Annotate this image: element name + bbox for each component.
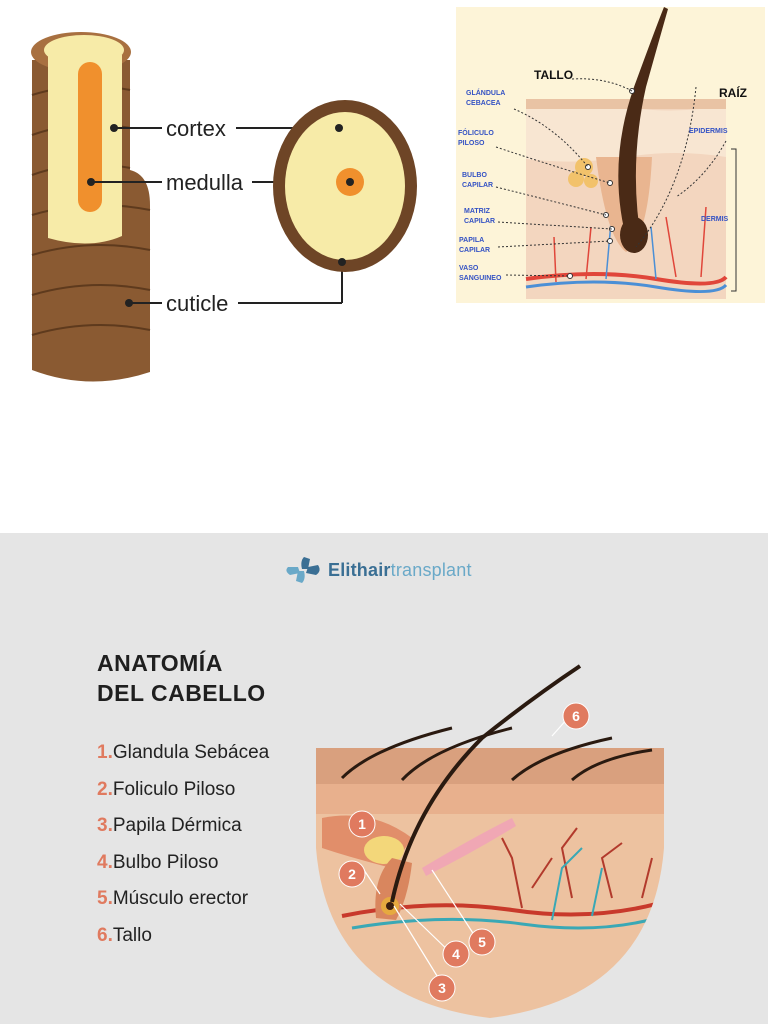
- legend-number: 2.: [97, 778, 113, 800]
- label-cortex: cortex: [166, 116, 226, 141]
- brand-icon: [286, 557, 320, 583]
- legend-number: 5.: [97, 888, 113, 910]
- badge-5-label: 5: [478, 934, 486, 950]
- follicle-diagram-panel: TALLO RAÍZ GLÁNDULA CEBACEA FÓLICULO PIL…: [456, 7, 765, 303]
- hair-cross-section: [273, 100, 417, 272]
- label-raiz: RAÍZ: [719, 85, 747, 100]
- legend-item: 4.Bulbo Piloso: [97, 845, 269, 882]
- legend-item: 5.Músculo erector: [97, 881, 269, 918]
- brand-name-part2: transplant: [390, 559, 472, 580]
- badge-4-label: 4: [452, 946, 460, 962]
- title-line-1: ANATOMÍA: [97, 650, 223, 676]
- legend-number: 4.: [97, 851, 113, 873]
- label-bulbo-1: BULBO: [462, 172, 487, 179]
- anatomy-panel: Elithairtransplant ANATOMÍA DEL CABELLO …: [0, 533, 768, 1024]
- label-vaso-1: VASO: [459, 265, 479, 272]
- hair-strand: [31, 32, 151, 382]
- legend-item: 2.Foliculo Piloso: [97, 772, 269, 809]
- badge-2: 2: [338, 860, 366, 888]
- label-foliculo-2: PILOSO: [458, 140, 485, 147]
- label-bulbo-2: CAPILAR: [462, 182, 493, 189]
- badge-5: 5: [468, 928, 496, 956]
- legend-text: Músculo erector: [112, 888, 249, 910]
- label-matriz-2: CAPILAR: [464, 218, 495, 225]
- brand-name-part1: Elithair: [328, 559, 391, 580]
- legend-text: Foliculo Piloso: [112, 778, 236, 800]
- label-glandula-1: GLÁNDULA: [466, 88, 505, 97]
- legend-text: Bulbo Piloso: [112, 851, 219, 873]
- badge-1-label: 1: [358, 816, 366, 832]
- label-glandula-2: CEBACEA: [466, 100, 501, 107]
- brand-name: Elithairtransplant: [328, 560, 472, 581]
- legend-item: 1.Glandula Sebácea: [97, 735, 269, 772]
- legend-text: Tallo: [112, 924, 152, 946]
- badge-4: 4: [442, 940, 470, 968]
- badge-6: 6: [562, 702, 590, 730]
- anatomy-legend: 1.Glandula Sebácea 2.Foliculo Piloso 3.P…: [97, 735, 269, 955]
- legend-number: 6.: [97, 924, 113, 946]
- label-vaso-2: SANGUINEO: [459, 275, 502, 282]
- label-dermis: DERMIS: [701, 216, 729, 223]
- label-epidermis: EPIDERMIS: [689, 128, 728, 135]
- legend-item: 6.Tallo: [97, 918, 269, 955]
- label-foliculo-1: FÓLICULO: [458, 128, 494, 137]
- anatomy-title: ANATOMÍA DEL CABELLO: [97, 648, 266, 708]
- skin-illustration: 1 2 3 4 5 6: [316, 664, 664, 1018]
- legend-number: 3.: [97, 815, 113, 837]
- label-papila-1: PAPILA: [459, 237, 484, 244]
- badge-3: 3: [428, 974, 456, 1002]
- legend-item: 3.Papila Dérmica: [97, 808, 269, 845]
- badge-6-label: 6: [572, 708, 580, 724]
- title-line-2: DEL CABELLO: [97, 680, 266, 706]
- legend-number: 1.: [97, 742, 113, 763]
- hair-strand-illustration: cortex medulla cuticle: [31, 32, 417, 382]
- label-papila-2: CAPILAR: [459, 247, 490, 254]
- badge-2-label: 2: [348, 866, 356, 882]
- badge-3-label: 3: [438, 980, 446, 996]
- label-medulla: medulla: [166, 170, 244, 195]
- legend-text: Glandula Sebácea: [112, 742, 270, 763]
- brand-logo: Elithairtransplant: [282, 553, 472, 587]
- label-matriz-1: MATRIZ: [464, 208, 491, 215]
- hair-strand-panel: cortex medulla cuticle: [0, 0, 450, 400]
- label-tallo: TALLO: [534, 68, 573, 82]
- follicle-diagram: TALLO RAÍZ GLÁNDULA CEBACEA FÓLICULO PIL…: [458, 7, 747, 299]
- label-cuticle: cuticle: [166, 291, 228, 316]
- badge-1: 1: [348, 810, 376, 838]
- legend-text: Papila Dérmica: [112, 815, 242, 837]
